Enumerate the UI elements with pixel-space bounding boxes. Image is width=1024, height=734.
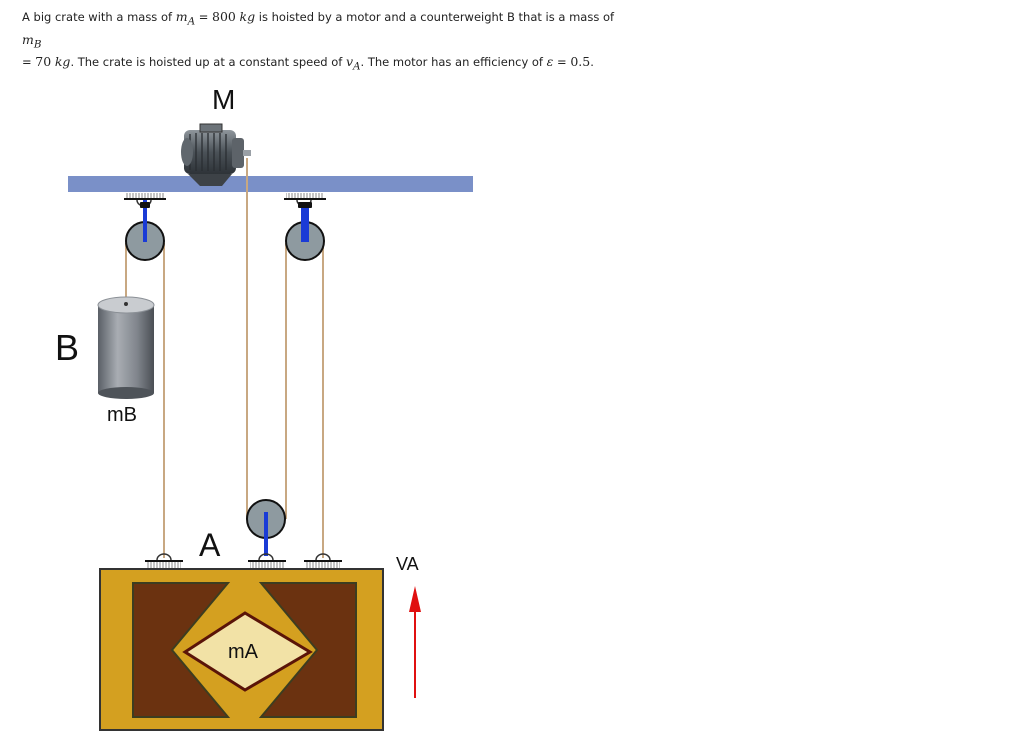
crate-panel-right (258, 582, 357, 718)
velocity-arrow (409, 586, 421, 698)
crate-panel-left (132, 582, 231, 718)
mass-b-symbol: mB (22, 31, 42, 51)
crate (99, 568, 384, 731)
pulley-right (285, 202, 325, 261)
crate-label: A (199, 527, 221, 563)
crate-anchor-right (304, 553, 342, 568)
crate-mass-label: mA (228, 641, 259, 663)
motor-label: M (212, 84, 235, 115)
velocity-a-symbol: vA (345, 54, 361, 73)
crate-center-diamond (182, 611, 313, 692)
mass-b-value: 70 (35, 54, 52, 69)
efficiency-value: 0.5 (570, 54, 591, 69)
velocity-label: VA (396, 554, 419, 574)
counterweight-cylinder (97, 296, 155, 399)
mass-a-value: 800 (212, 9, 236, 24)
mass-a-unit: kg (239, 9, 256, 24)
ropes (125, 158, 324, 558)
mass-b-unit: kg (54, 54, 71, 69)
pulley-crate (246, 499, 286, 556)
counterweight-label: B (55, 327, 79, 368)
mass-a-symbol: mA (175, 9, 196, 28)
crate-anchor-left (145, 553, 183, 568)
motor (181, 123, 251, 186)
ceiling-beam (68, 176, 473, 192)
efficiency-symbol: ε (546, 54, 554, 69)
pulley-left (125, 200, 165, 261)
crate-anchor-center (248, 553, 286, 568)
problem-statement: A big crate with a mass of mA = 800 kg i… (22, 9, 615, 73)
counterweight-mass-label: mB (107, 404, 137, 426)
